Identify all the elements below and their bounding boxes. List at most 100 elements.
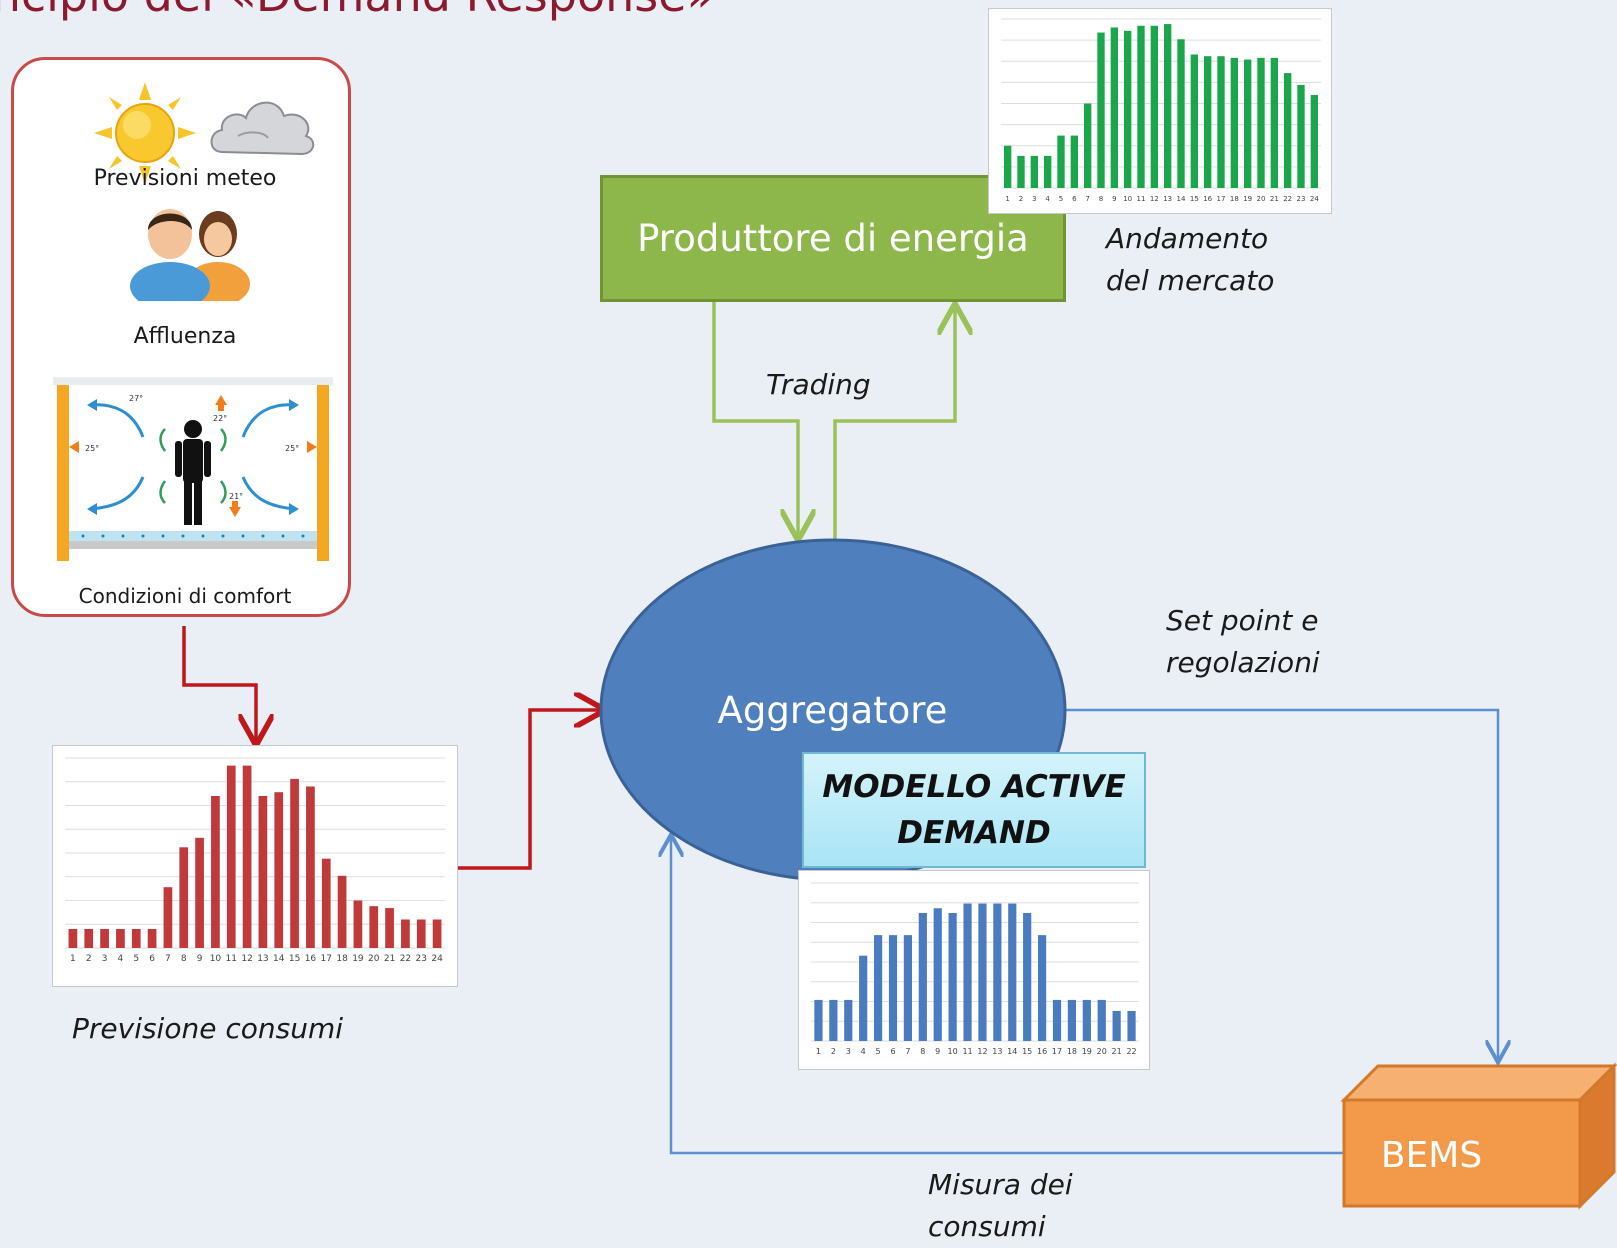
active-demand-bar-15 [1023,913,1032,1041]
comfort-conditions-icon: 27° 22° 25° 25° 21° [53,377,333,567]
market-tick-label: 23 [1297,195,1306,203]
active-demand-bar-5 [873,935,883,1041]
active-demand-bar-22 [1127,1010,1136,1041]
market-bar-3 [1030,155,1038,188]
active-demand-tick-label: 13 [992,1047,1002,1056]
forecast-tick-label: 8 [181,954,187,964]
cloud-icon [210,101,315,156]
market-bar-1 [1004,145,1012,188]
trading-label: Trading [766,368,871,401]
temp-label-22: 22° [213,414,227,423]
market-tick-label: 20 [1257,195,1266,203]
aggregator-label: Aggregatore [717,689,948,732]
arrow-producer-to-aggregator [712,302,798,537]
active-demand-tick-label: 16 [1037,1047,1047,1056]
forecast-tick-label: 10 [210,954,222,964]
forecast-bar-20 [369,906,379,948]
active-demand-bar-3 [844,999,853,1041]
market-bar-7 [1084,103,1092,188]
forecast-bar-6 [147,929,157,948]
forecast-bar-16 [306,786,315,948]
forecast-bar-21 [385,908,394,948]
market-bar-16 [1204,56,1212,189]
weather-label: Previsioni meteo [93,166,277,191]
temp-label-27: 27° [129,394,143,403]
measure-label-line-2: consumi [928,1210,1046,1243]
market-tick-label: 6 [1072,195,1077,203]
forecast-tick-label: 23 [416,954,427,964]
active-demand-bar-11 [963,903,972,1041]
forecast-bar-15 [290,778,299,948]
forecast-tick-label: 2 [86,954,92,964]
forecast-bar-17 [321,858,331,948]
forecast-tick-label: 7 [165,954,171,964]
market-tick-label: 24 [1310,195,1319,203]
forecast-bar-19 [353,900,363,948]
forecast-bar-14 [274,792,284,948]
forecast-tick-label: 6 [149,954,155,964]
forecast-bar-5 [131,929,141,948]
active-demand-bar-20 [1097,999,1106,1041]
market-bar-22 [1284,73,1292,188]
active-demand-tick-label: 3 [846,1047,851,1056]
active-demand-tick-label: 7 [905,1047,910,1056]
forecast-tick-label: 9 [197,954,203,964]
forecast-bar-23 [416,919,426,948]
forecast-bar-10 [211,796,220,948]
market-bar-14 [1177,39,1185,188]
market-tick-label: 10 [1123,195,1132,203]
active-demand-tick-label: 11 [962,1047,972,1056]
market-bar-2 [1017,155,1025,188]
forecast-bar-24 [432,919,442,948]
active-demand-bar-8 [918,913,927,1041]
forecast-tick-label: 1 [70,954,76,964]
market-bar-19 [1244,59,1252,189]
market-bar-21 [1270,57,1278,189]
market-tick-label: 22 [1283,195,1292,203]
active-demand-bar-1 [814,999,823,1041]
producer-label: Produttore di energia [637,217,1029,260]
forecast-bar-13 [258,796,268,948]
market-tick-label: 14 [1177,195,1186,203]
measure-label: Misura dei consumi [928,1164,1073,1248]
forecast-tick-label: 20 [368,954,380,964]
active-demand-tick-label: 6 [890,1047,895,1056]
forecast-tick-label: 18 [336,954,348,964]
market-tick-label: 3 [1032,195,1036,203]
market-tick-label: 7 [1085,195,1089,203]
forecast-bar-1 [68,929,78,948]
forecast-tick-label: 4 [118,954,124,964]
market-bar-17 [1217,56,1225,189]
forecast-tick-label: 11 [226,954,237,964]
arrow-forecast-to-aggregator [458,710,602,870]
market-tick-label: 16 [1203,195,1212,203]
active-demand-tick-label: 10 [948,1047,958,1056]
market-tick-label: 5 [1059,195,1063,203]
active-demand-bar-4 [859,955,868,1041]
forecast-tick-label: 17 [321,954,332,964]
measure-label-line-1: Misura dei [928,1168,1073,1201]
active-demand-tick-label: 21 [1112,1047,1122,1056]
market-bar-9 [1110,27,1118,189]
forecast-tick-label: 21 [384,954,395,964]
market-tick-label: 1 [1005,195,1009,203]
active-demand-tick-label: 1 [816,1047,821,1056]
forecast-bar-12 [242,765,252,948]
forecast-bar-22 [401,919,410,948]
temp-label-25-right: 25° [285,444,299,453]
market-tick-label: 4 [1045,195,1050,203]
active-demand-tick-label: 20 [1097,1047,1107,1056]
market-bar-8 [1097,32,1105,188]
forecast-tick-label: 24 [431,954,443,964]
forecast-tick-label: 15 [289,954,300,964]
forecast-tick-label: 5 [133,954,139,964]
active-demand-bar-2 [829,999,838,1041]
setpoint-label: Set point e regolazioni [1166,600,1320,684]
market-bar-24 [1310,95,1318,188]
temp-label-21: 21° [229,492,243,501]
market-tick-label: 18 [1230,195,1239,203]
market-label: Andamento del mercato [1106,218,1274,302]
